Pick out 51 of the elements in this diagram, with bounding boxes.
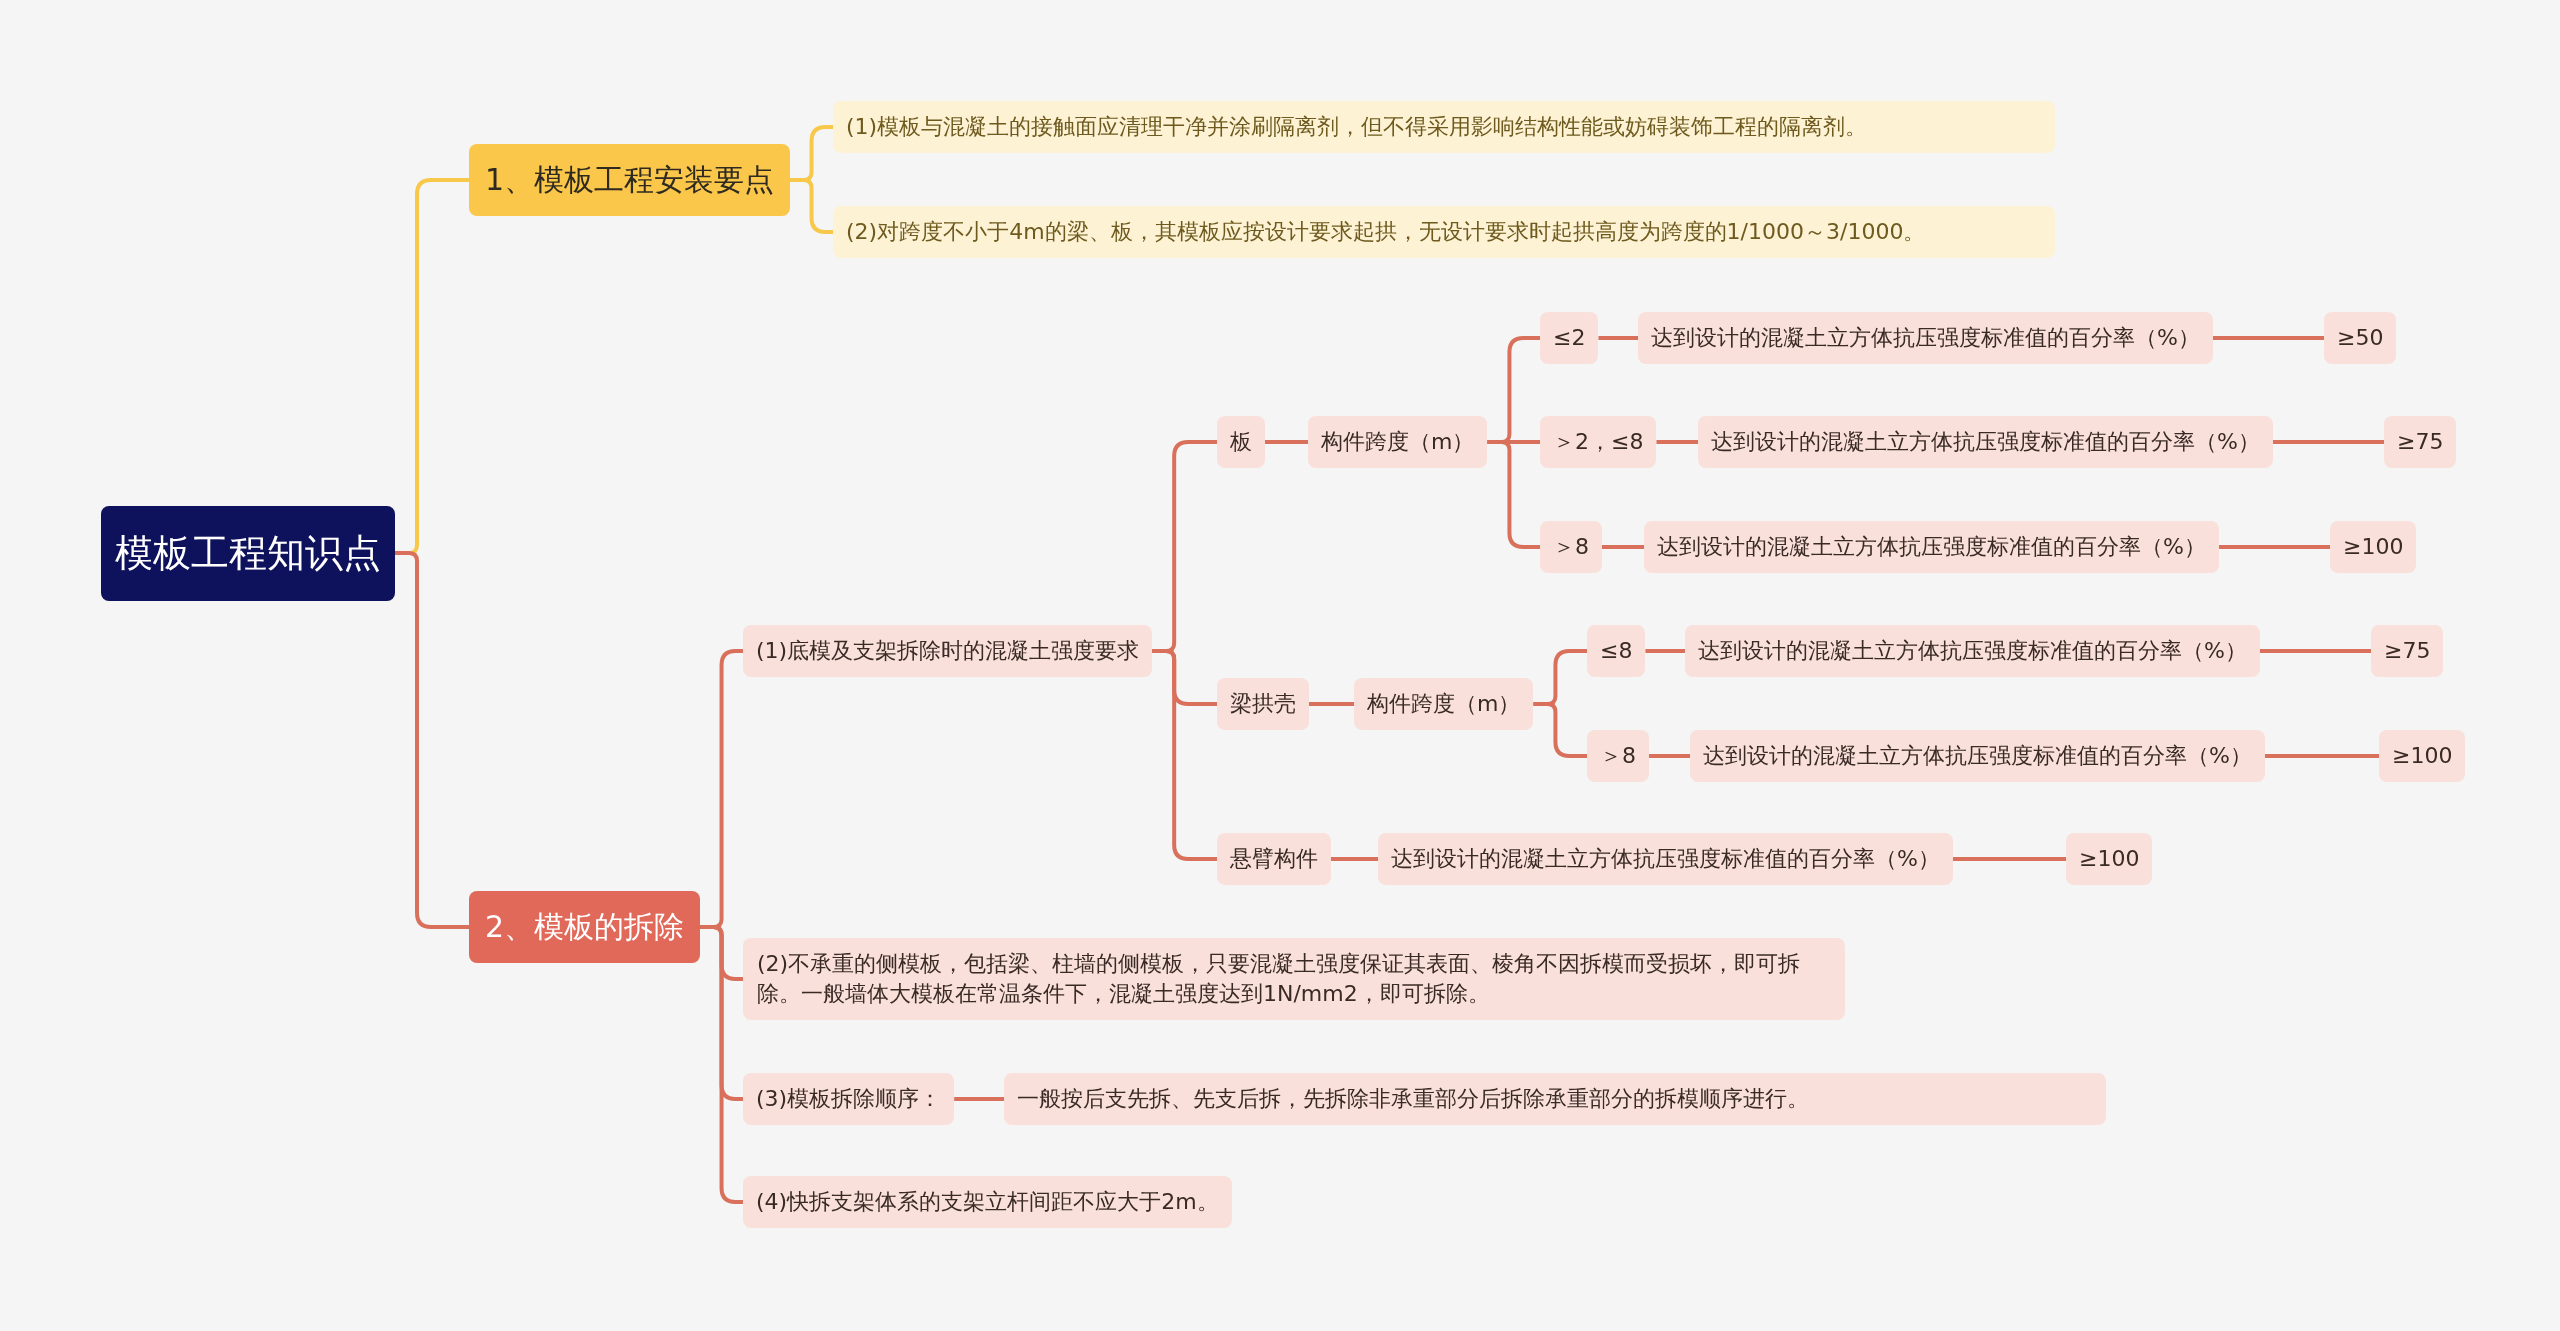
subtopic: 一般按后支先拆、先支后拆，先拆除非承重部分后拆除承重部分的拆模顺序进行。: [1004, 1073, 2106, 1125]
branch-line: [1952, 857, 2066, 861]
subtopic: ≤8: [1587, 625, 1646, 677]
subtopic: 达到设计的混凝土立方体抗压强度标准值的百分率（%）: [1690, 730, 2265, 782]
main-topic: 1、模板工程安装要点: [469, 144, 791, 216]
subtopic: 达到设计的混凝土立方体抗压强度标准值的百分率（%）: [1378, 833, 1953, 885]
branch-line: [2212, 336, 2324, 340]
branch-line: [2218, 545, 2330, 549]
branch-line: [1656, 440, 1698, 444]
subtopic: 达到设计的混凝土立方体抗压强度标准值的百分率（%）: [1685, 625, 2260, 677]
subtopic: ＞2，≤8: [1540, 416, 1657, 468]
subtopic: ≥50: [2324, 312, 2397, 364]
subtopic: (3)模板拆除顺序：: [743, 1073, 955, 1125]
subtopic: (1)模板与混凝土的接触面应清理干净并涂刷隔离剂，但不得采用影响结构性能或妨碍装饰工程的隔离剂。: [833, 101, 2055, 153]
main-topic: 2、模板的拆除: [469, 891, 701, 963]
branch-line: [2272, 440, 2384, 444]
branch-line: [2259, 649, 2371, 653]
subtopic: 达到设计的混凝土立方体抗压强度标准值的百分率（%）: [1644, 521, 2219, 573]
subtopic: ≥100: [2379, 730, 2466, 782]
branch-line: [2264, 754, 2379, 758]
subtopic: 达到设计的混凝土立方体抗压强度标准值的百分率（%）: [1638, 312, 2213, 364]
branch-line: [1265, 440, 1308, 444]
branch-line: [1649, 754, 1690, 758]
subtopic: 构件跨度（m）: [1354, 678, 1534, 730]
branch-line: [1645, 649, 1685, 653]
subtopic: 悬臂构件: [1217, 833, 1331, 885]
branch-line: [1152, 649, 1217, 861]
subtopic: (1)底模及支架拆除时的混凝土强度要求: [743, 625, 1153, 677]
branch-line: [954, 1097, 1004, 1101]
subtopic: 构件跨度（m）: [1308, 416, 1488, 468]
subtopic: 板: [1217, 416, 1265, 468]
subtopic: (2)对跨度不小于4m的梁、板，其模板应按设计要求起拱，无设计要求时起拱高度为跨度的1/1000～3/1000。: [833, 206, 2055, 258]
branch-line: [395, 551, 469, 929]
subtopic: ≥100: [2066, 833, 2153, 885]
subtopic: (2)不承重的侧模板，包括梁、柱墙的侧模板，只要混凝土强度保证其表面、棱角不因拆模而受损坏，即可拆除。一般墙体大模板在常温条件下，混凝土强度达到1N/mm2，即可拆除。: [743, 938, 1845, 1020]
branch-line: [1602, 545, 1644, 549]
subtopic: ≥100: [2330, 521, 2417, 573]
branch-line: [1331, 857, 1378, 861]
branch-line: [790, 178, 833, 234]
subtopic: 梁拱壳: [1217, 678, 1309, 730]
subtopic: ≥75: [2371, 625, 2444, 677]
subtopic: 达到设计的混凝土立方体抗压强度标准值的百分率（%）: [1698, 416, 2273, 468]
subtopic: (4)快拆支架体系的支架立杆间距不应大于2m。: [743, 1176, 1232, 1228]
root-topic: 模板工程知识点: [101, 505, 395, 601]
subtopic: ≤2: [1540, 312, 1599, 364]
branch-line: [1309, 702, 1354, 706]
branch-line: [1598, 336, 1638, 340]
branch-line: [700, 925, 743, 1204]
subtopic: ＞8: [1540, 521, 1602, 573]
subtopic: ≥75: [2384, 416, 2457, 468]
subtopic: ＞8: [1587, 730, 1649, 782]
